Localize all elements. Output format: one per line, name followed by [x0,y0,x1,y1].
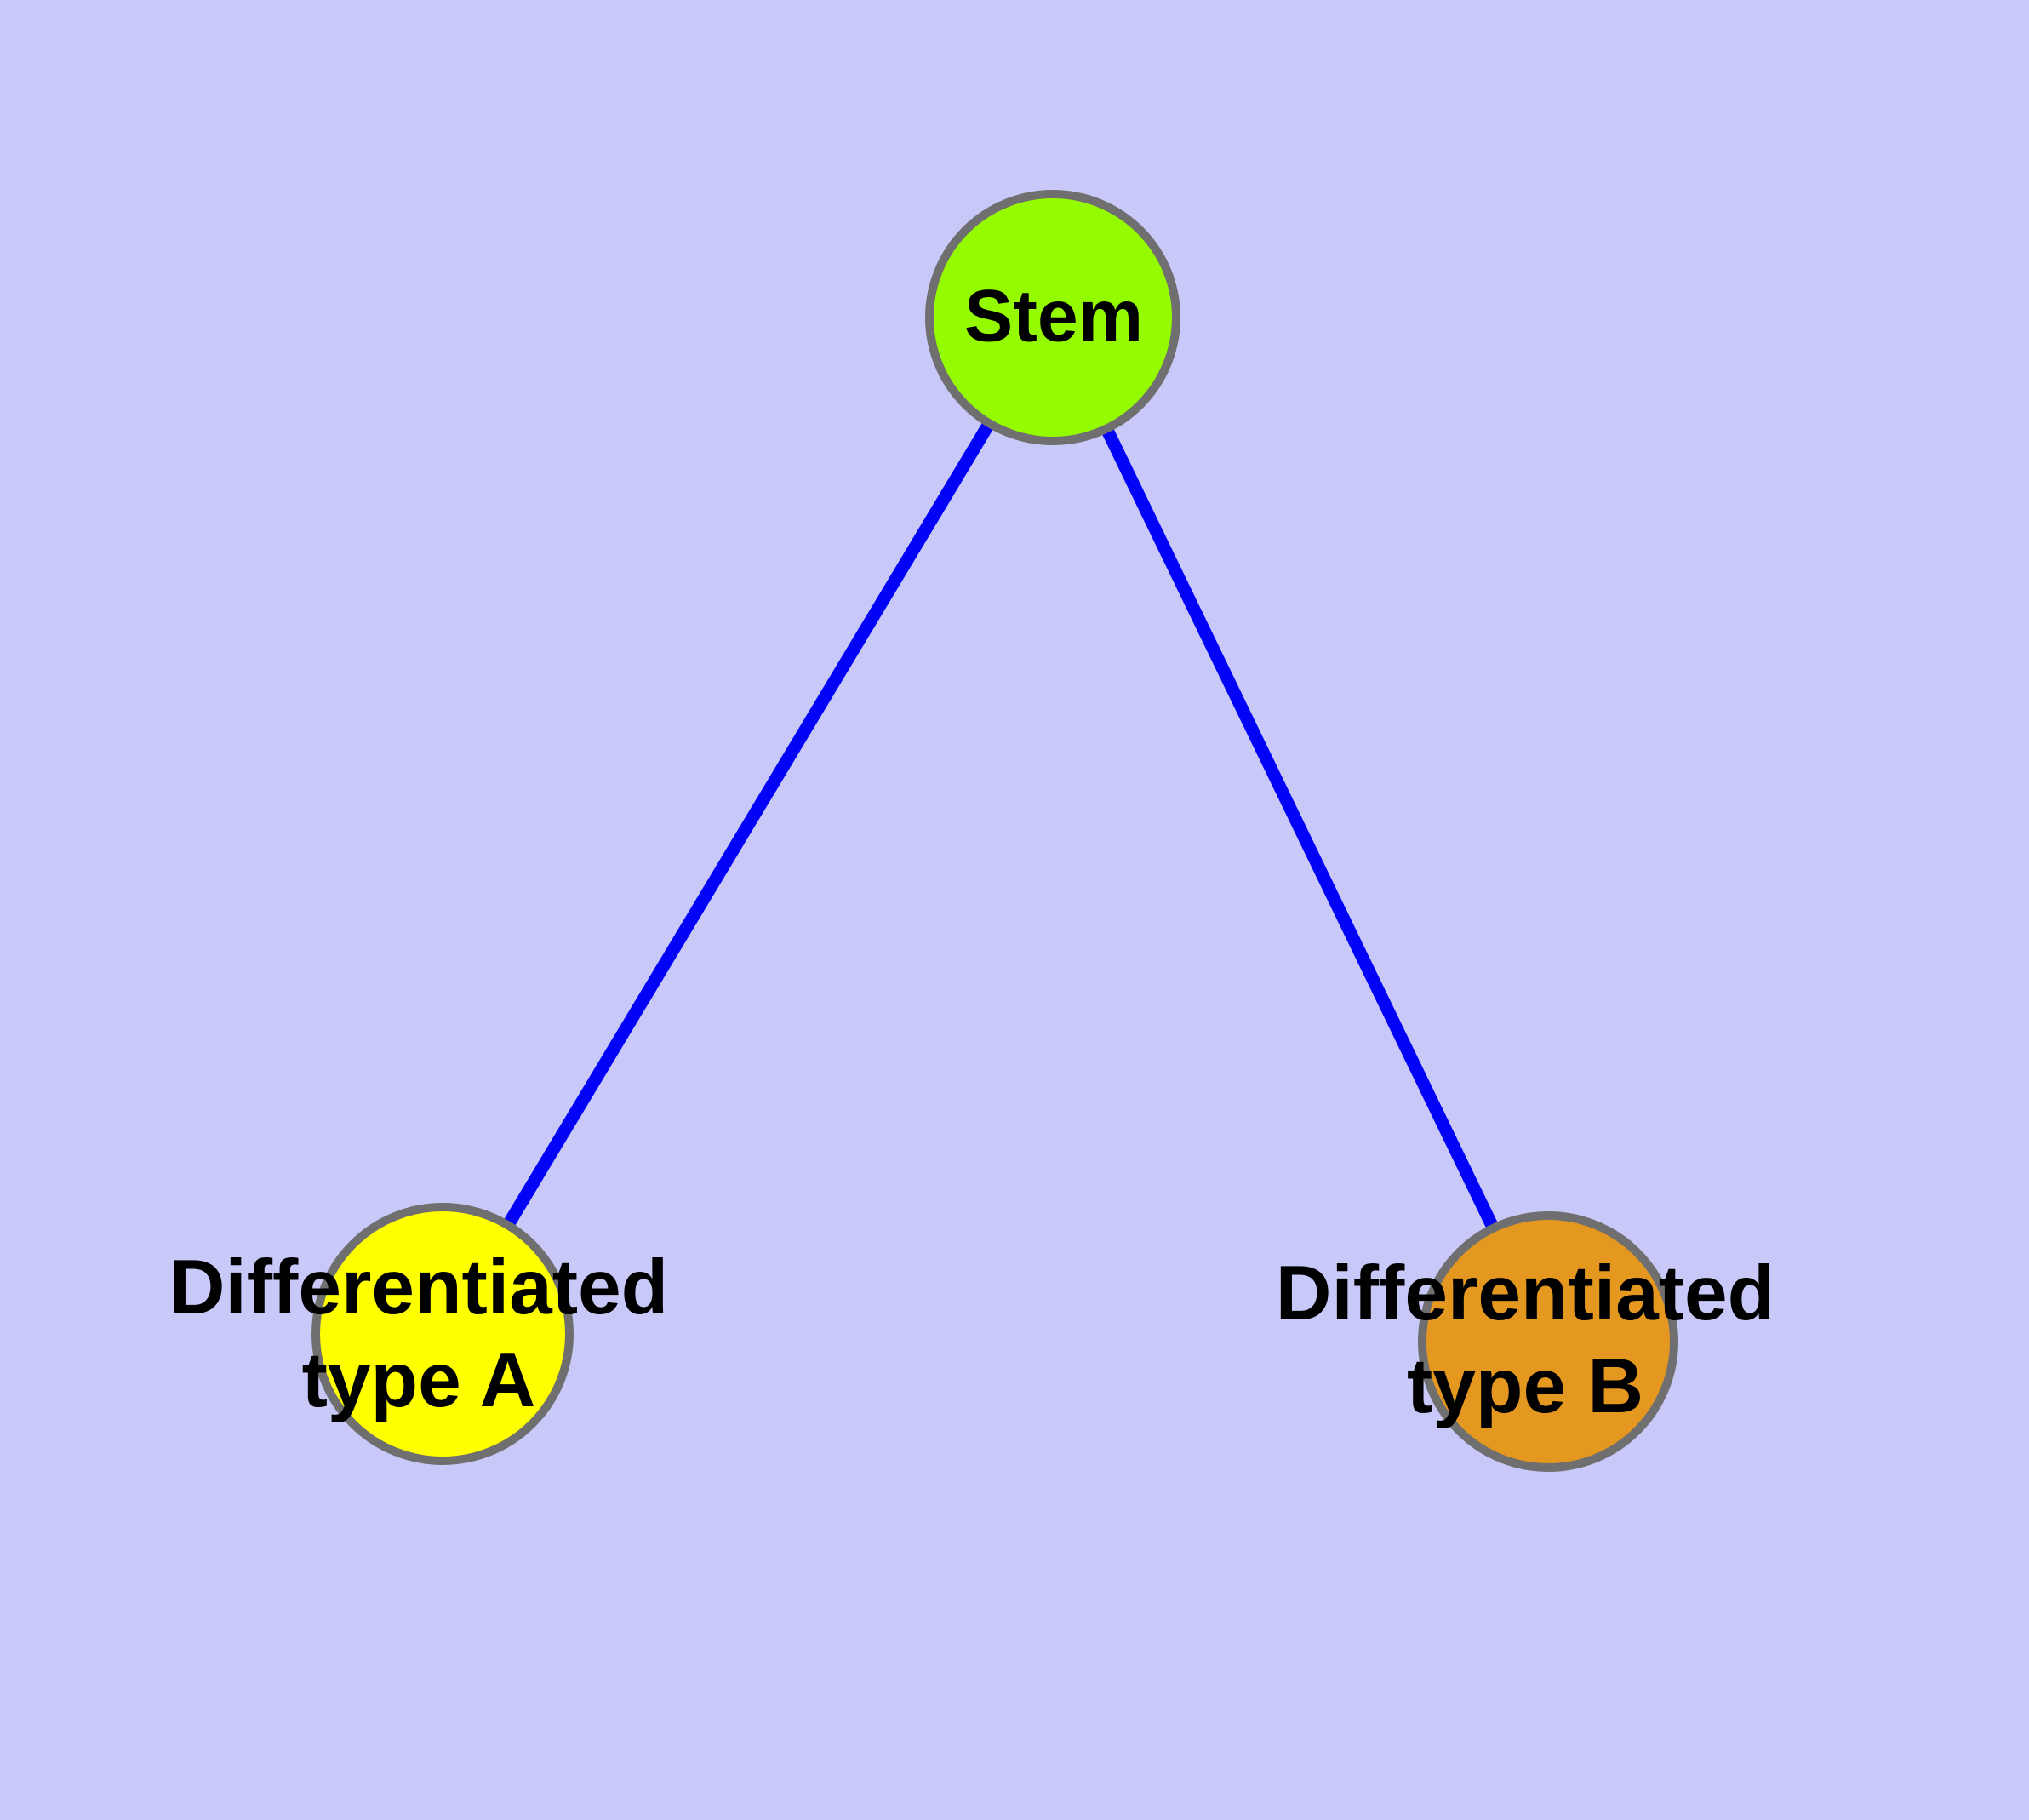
edge-stem-to-type-b [1047,314,1554,1345]
differentiated-type-a-node [311,1203,574,1465]
edge-stem-to-type-a [437,314,1059,1337]
stem-node [925,190,1180,445]
differentiated-type-b-node [1418,1211,1678,1472]
